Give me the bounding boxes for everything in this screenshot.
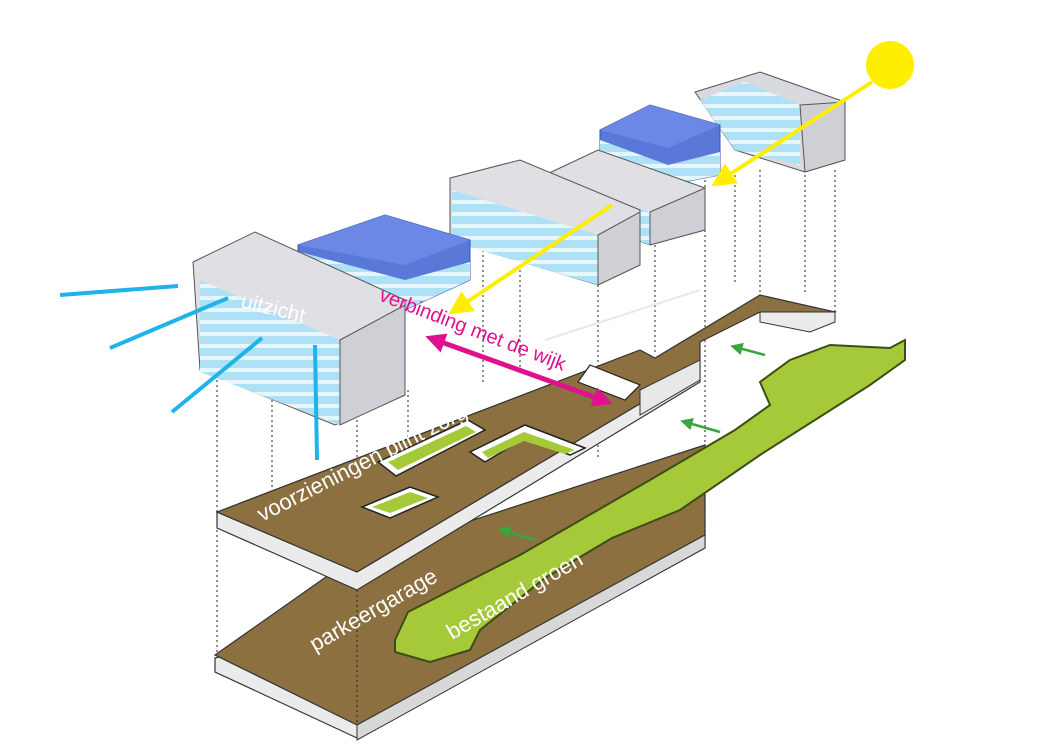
view-lines [59,284,319,461]
building-middle-left [449,159,641,286]
sun-ray-arrow-lower [448,203,614,315]
air-flow-arrows [498,342,766,542]
arrow-icon [680,418,721,434]
arrow-icon [730,342,766,357]
care-plinth-slab [215,289,838,591]
existing-green [394,338,906,664]
arrow-icon [498,526,536,542]
building-front [192,231,406,426]
double-arrow-icon [425,333,613,407]
sun-ray-arrow-upper [711,80,874,187]
sun-icon [866,41,914,89]
